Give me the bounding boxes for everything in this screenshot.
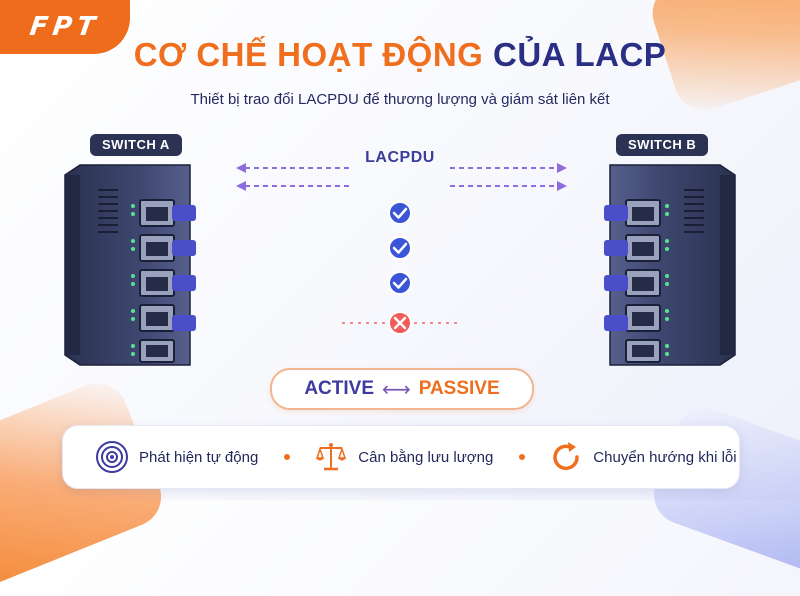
refresh-icon xyxy=(553,442,580,470)
switch-a xyxy=(64,164,191,366)
switch-a-leds xyxy=(131,204,135,356)
mode-active-label: ACTIVE xyxy=(304,378,375,399)
page-subtitle: Thiết bị trao đổi LACPDU để thương lượng… xyxy=(190,91,610,108)
scale-icon xyxy=(316,443,347,471)
switch-b-vents xyxy=(684,189,704,233)
switch-b-leds xyxy=(665,204,669,356)
check-icon xyxy=(388,236,412,260)
fpt-logo: FPT xyxy=(0,0,130,54)
x-icon xyxy=(388,311,412,335)
check-icon xyxy=(388,201,412,225)
switch-b-label: SWITCH B xyxy=(616,134,709,156)
title-part2: CỦA LACP xyxy=(493,36,667,73)
double-arrow-icon: ⟷ xyxy=(382,378,411,401)
feature-failover: Chuyển hướng khi lỗi xyxy=(549,440,737,474)
feature-label: Chuyển hướng khi lỗi xyxy=(593,448,737,466)
lacpdu-arrows xyxy=(236,163,567,191)
switch-a-label: SWITCH A xyxy=(90,134,182,156)
feature-label: Phát hiện tự động xyxy=(139,448,259,466)
feature-load-balance: Cân bằng lưu lượng xyxy=(314,440,493,474)
check-icon xyxy=(388,271,412,295)
radar-icon xyxy=(96,441,128,473)
feature-auto-detect: Phát hiện tự động xyxy=(95,440,258,474)
feature-label: Cân bằng lưu lượng xyxy=(358,448,494,466)
switch-a-ports xyxy=(139,199,175,363)
separator-dot xyxy=(284,454,291,460)
lacpdu-label: LACPDU xyxy=(365,149,435,166)
mode-passive-label: PASSIVE xyxy=(418,378,500,399)
feature-bar: Phát hiện tự động Cân bằng lưu lượng Chu… xyxy=(62,425,740,489)
separator-dot xyxy=(519,454,526,460)
switch-b xyxy=(609,164,736,366)
title-part1: CƠ CHẾ HOẠT ĐỘNG xyxy=(133,36,484,73)
lacp-diagram xyxy=(64,163,736,366)
page-title: CƠ CHẾ HOẠT ĐỘNG CỦA LACP xyxy=(0,36,800,74)
switch-a-vents xyxy=(98,189,118,233)
link-4-failed xyxy=(172,315,628,331)
mode-indicator: ACTIVE ⟷ PASSIVE xyxy=(270,368,534,410)
